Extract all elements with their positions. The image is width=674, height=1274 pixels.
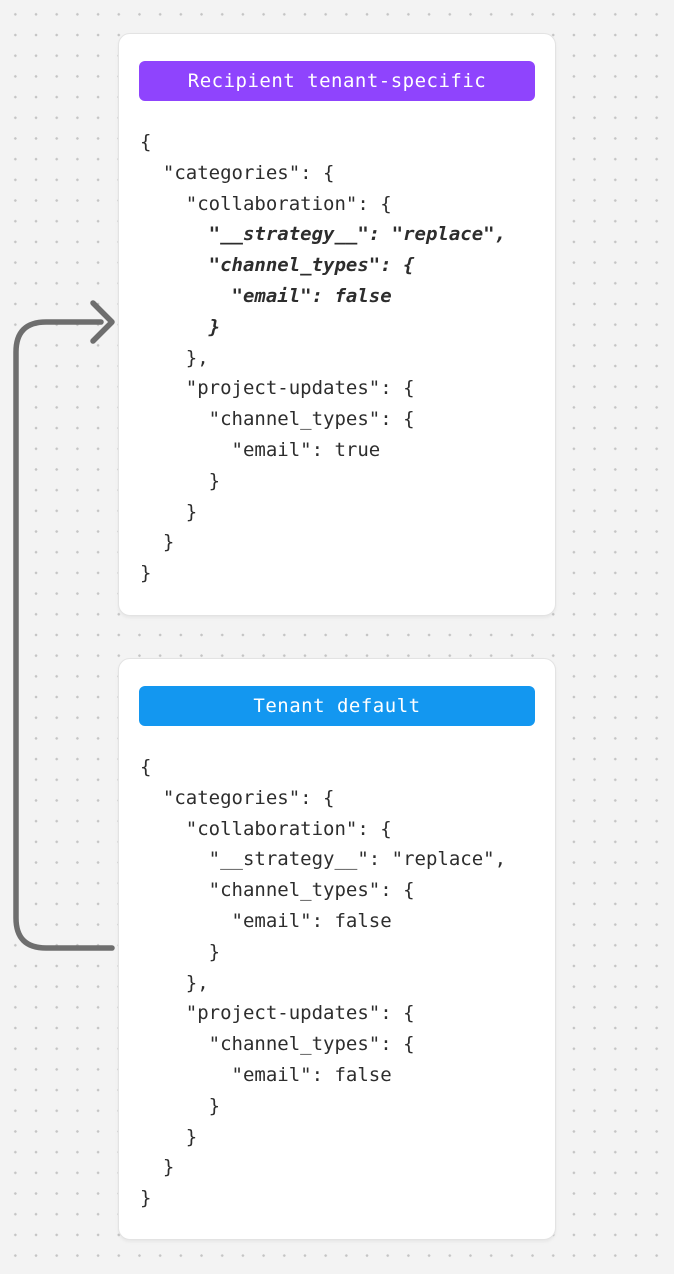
code-line: { <box>140 131 152 153</box>
code-line: "collaboration": { <box>140 192 392 215</box>
card-tenant-default: Tenant default { "categories": { "collab… <box>118 658 556 1240</box>
code-line: "__strategy__": "replace", <box>140 223 507 246</box>
code-line: "email": false <box>140 284 392 307</box>
code-line: } <box>140 315 221 338</box>
code-line: } <box>140 1125 198 1148</box>
code-line: "email": false <box>140 1063 392 1086</box>
code-line: } <box>140 531 175 554</box>
arrow-line <box>13 319 115 951</box>
code-line: } <box>140 1094 221 1117</box>
code-line: "email": true <box>140 438 381 461</box>
arrow-head-icon <box>90 300 115 344</box>
code-line: "channel_types": { <box>140 1033 415 1056</box>
code-line: "__strategy__": "replace", <box>140 848 507 871</box>
code-line: "project-updates": { <box>140 1002 415 1025</box>
code-line: "channel_types": { <box>140 254 415 277</box>
code-line: } <box>140 500 198 523</box>
code-line: }, <box>140 346 209 369</box>
code-line: } <box>140 1187 152 1210</box>
card-recipient-tenant-specific: Recipient tenant-specific { "categories"… <box>118 33 556 616</box>
code-line: "channel_types": { <box>140 408 415 431</box>
recipient-tenant-specific-json: { "categories": { "collaboration": { "__… <box>140 127 555 589</box>
code-line: "email": false <box>140 909 392 932</box>
code-line: "collaboration": { <box>140 817 392 840</box>
tenant-default-badge: Tenant default <box>139 686 535 726</box>
code-line: } <box>140 469 221 492</box>
code-line: } <box>140 562 152 585</box>
code-line: "project-updates": { <box>140 377 415 400</box>
code-line: "channel_types": { <box>140 879 415 902</box>
recipient-tenant-specific-badge: Recipient tenant-specific <box>139 61 535 101</box>
code-line: }, <box>140 971 209 994</box>
tenant-default-json: { "categories": { "collaboration": { "__… <box>140 752 555 1214</box>
code-line: } <box>140 1156 175 1179</box>
code-line: { <box>140 756 152 778</box>
code-line: } <box>140 940 221 963</box>
code-line: "categories": { <box>140 786 335 809</box>
code-line: "categories": { <box>140 161 335 184</box>
